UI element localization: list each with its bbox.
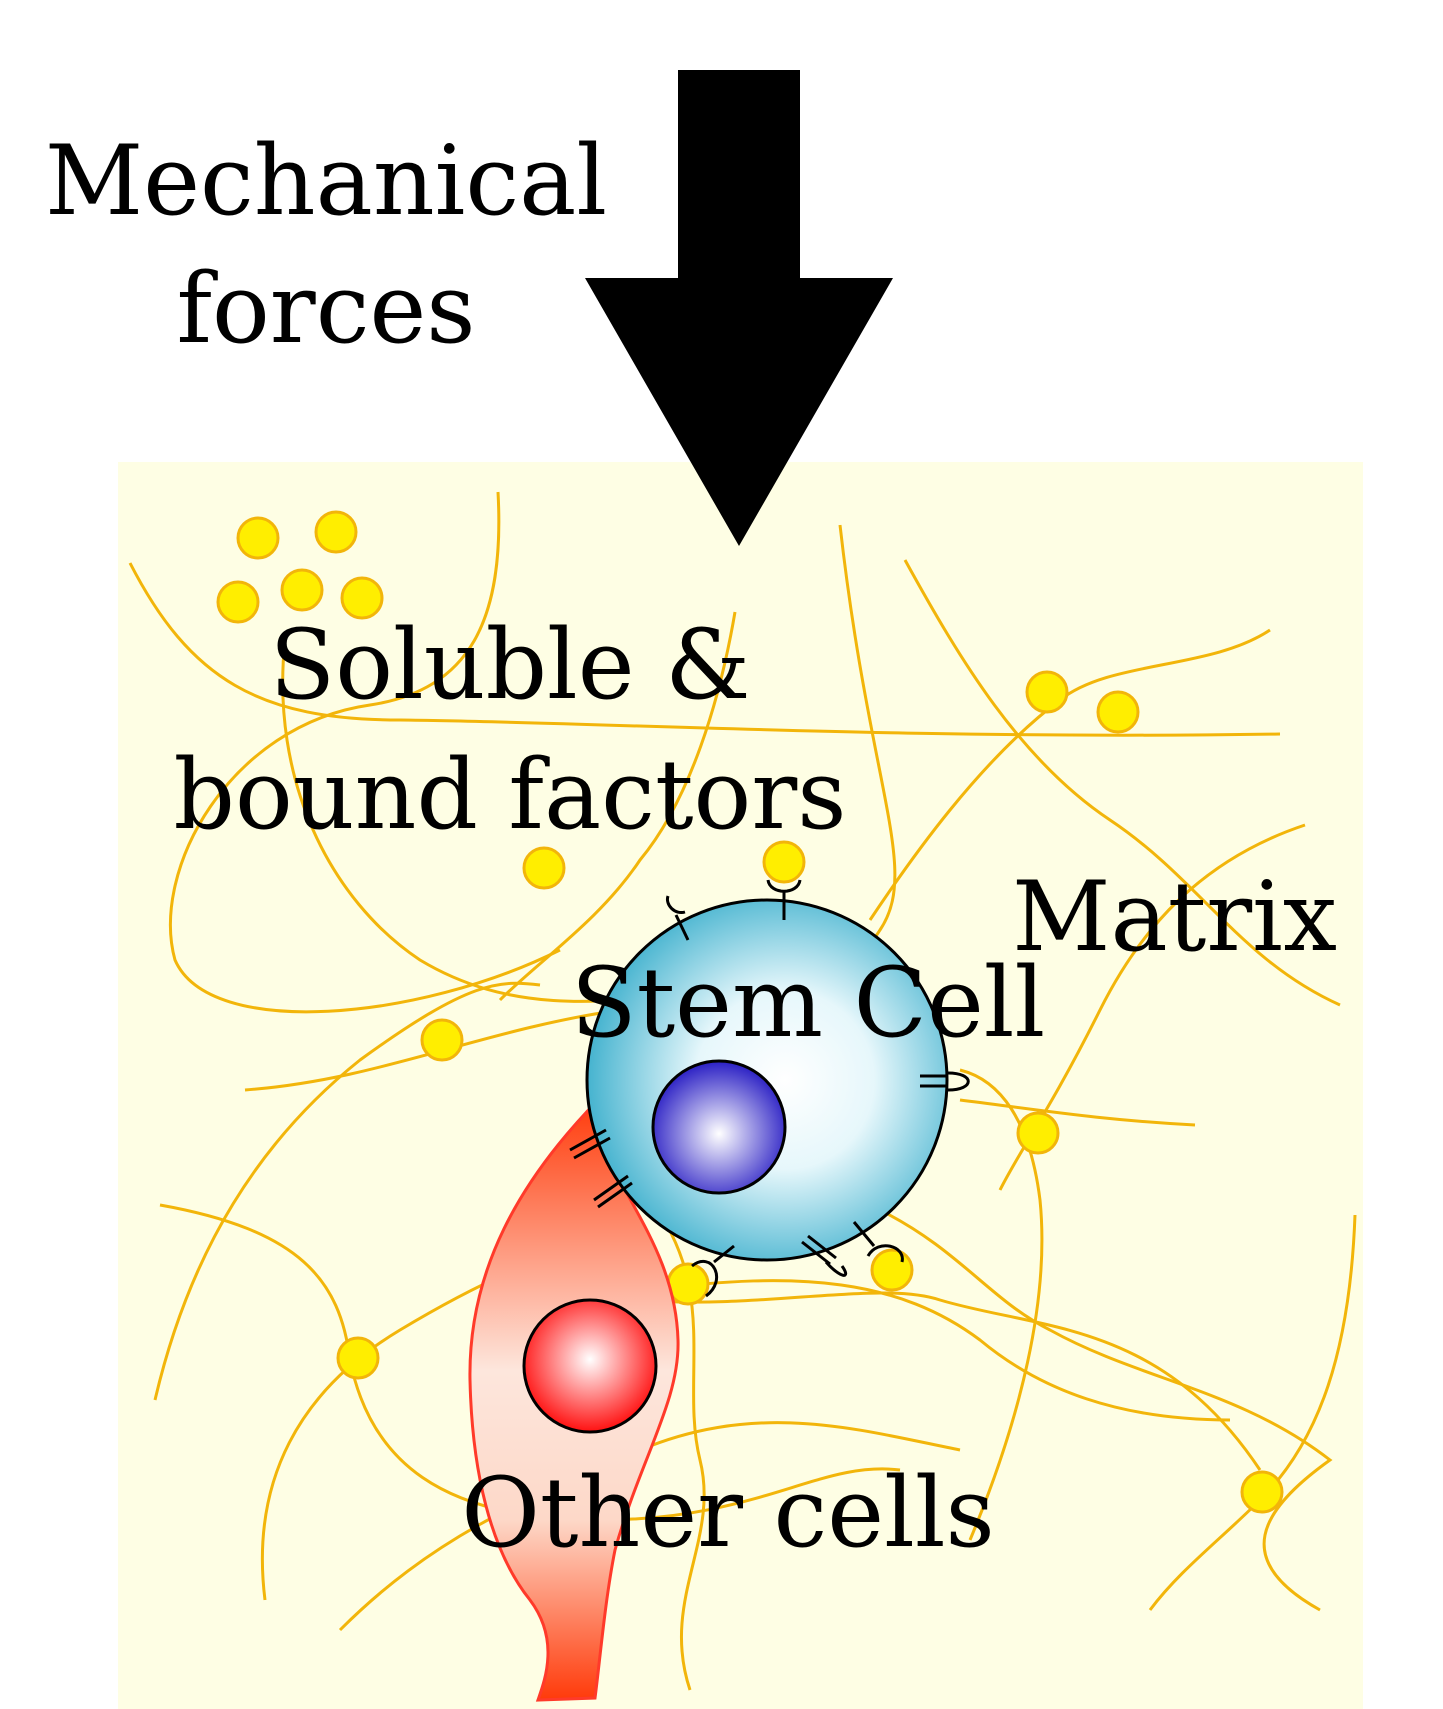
fiber <box>879 1208 1333 1612</box>
soluble-factors <box>216 510 1284 1514</box>
factor-dot <box>280 568 324 612</box>
receptor <box>866 1244 904 1263</box>
receptor <box>807 1234 837 1260</box>
mechanical-forces-label-line1: Mechanical <box>45 125 607 237</box>
factor-dot <box>236 516 280 560</box>
factors-label-line2: bound factors <box>174 739 847 851</box>
receptor <box>824 1261 848 1277</box>
factor-dot <box>1025 670 1069 714</box>
fiber <box>169 491 561 1014</box>
factor-dot <box>1016 1111 1060 1155</box>
factor-dot <box>216 580 260 624</box>
factor-dot <box>420 1018 464 1062</box>
fiber <box>639 1291 1262 1471</box>
fiber <box>649 1279 1231 1422</box>
junction <box>573 1136 611 1160</box>
matrix-label: Matrix <box>1012 861 1337 973</box>
factor-dot <box>1096 690 1140 734</box>
fiber <box>498 611 737 1002</box>
fiber <box>959 1098 1196 1127</box>
receptor <box>674 914 690 941</box>
factors-label-line1: Soluble & <box>269 609 750 721</box>
other-cells-label: Other cells <box>461 1457 995 1569</box>
receptor <box>691 1259 718 1298</box>
fiber <box>153 981 541 1401</box>
mechanical-force-arrow <box>585 70 893 546</box>
factor-dot <box>340 576 384 620</box>
junction <box>569 1128 607 1152</box>
factor-dot <box>522 846 566 890</box>
factor-dot <box>870 1248 914 1292</box>
stem-cell-label: Stem Cell <box>571 947 1045 1059</box>
factor-dot <box>1240 1470 1284 1514</box>
receptor <box>852 1221 876 1247</box>
fiber <box>959 1068 1044 1541</box>
fiber <box>128 562 1281 737</box>
receptor <box>766 879 802 893</box>
junction <box>593 1174 629 1202</box>
factor-dot <box>762 840 806 884</box>
stem-cell-nucleus <box>651 1059 787 1195</box>
receptor <box>801 1240 831 1266</box>
junction <box>597 1181 633 1209</box>
factor-dot <box>336 1336 380 1380</box>
receptor <box>947 1071 970 1092</box>
other-cell-nucleus <box>522 1298 658 1434</box>
fiber <box>159 1203 901 1522</box>
mechanical-forces-label-line2: forces <box>176 253 475 365</box>
receptor <box>665 895 686 915</box>
cell-receptors <box>569 879 970 1298</box>
receptor <box>713 1244 735 1264</box>
factor-dot <box>314 510 358 554</box>
fiber <box>903 559 1341 1007</box>
